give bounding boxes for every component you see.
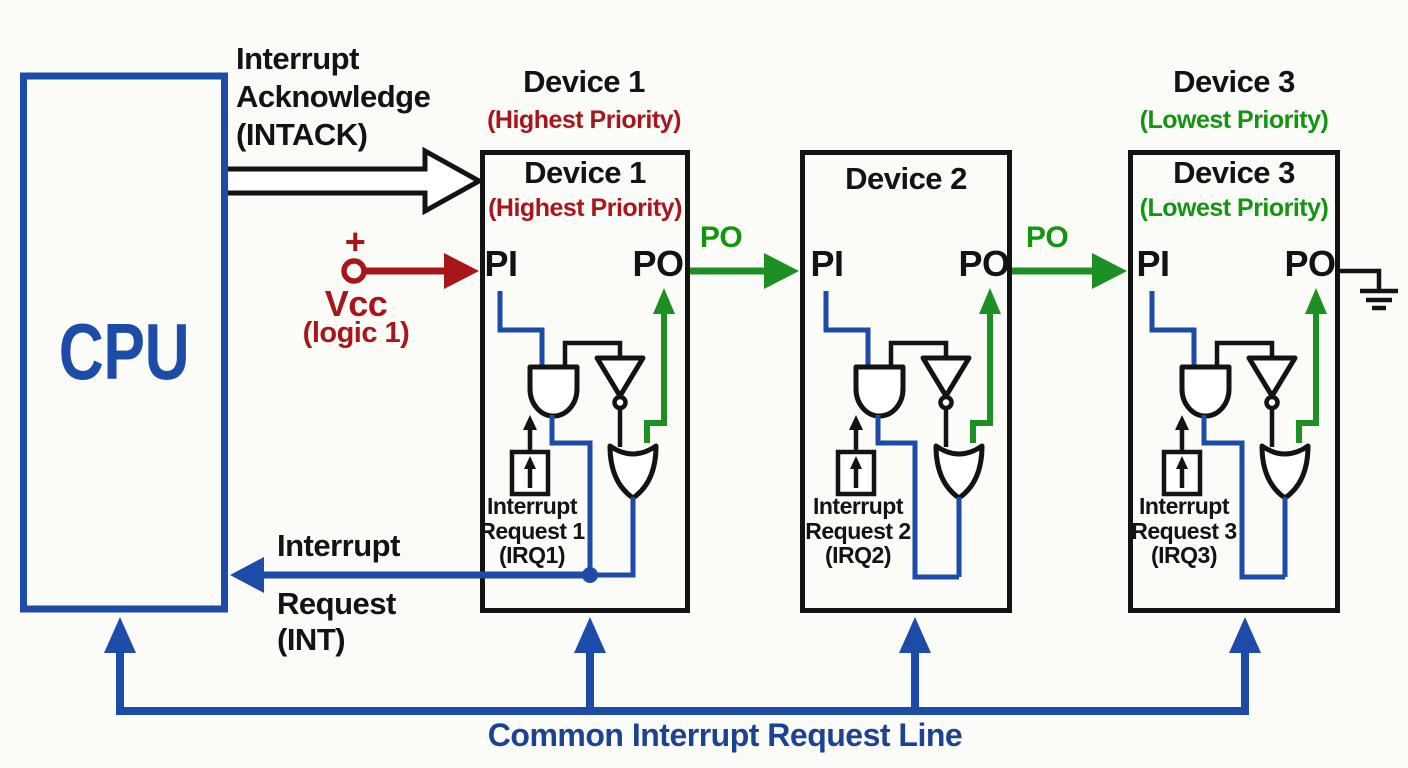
device3-irq-label: Interrupt Request 3 (IRQ3)	[1131, 493, 1237, 568]
device3-and-gate-icon	[1179, 364, 1232, 419]
device3-not-gate-icon	[1246, 355, 1298, 399]
device1-pi-wire	[497, 291, 545, 366]
device3-outer-title: Device 3	[1173, 64, 1295, 99]
po-chain-label-1: PO	[699, 221, 743, 254]
device3-inner-title: Device 3	[1173, 155, 1295, 190]
device1-latch-arrowhead	[524, 456, 536, 469]
device2-irq-line1: Interrupt	[812, 493, 904, 519]
device3-and-out-wire	[1201, 415, 1285, 580]
int-label-line2: Request	[277, 586, 396, 621]
device1-po-arrowhead	[653, 288, 675, 314]
vcc-source-icon	[341, 258, 367, 284]
device1-irq-line2: Request 1	[479, 517, 585, 544]
device1-pi-label: PI	[484, 243, 518, 284]
device1-po-label: PO	[632, 243, 684, 284]
device1-irq-arrowhead	[523, 415, 537, 430]
cpu-box	[20, 72, 228, 613]
vcc-sublabel: (logic 1)	[302, 317, 410, 349]
po-chain-label-2: PO	[1025, 221, 1069, 254]
device2-not-bubble-icon	[938, 394, 954, 411]
device2-po-label: PO	[958, 243, 1010, 284]
intack-arrow	[228, 146, 485, 216]
device2-irq-line3: (IRQ2)	[825, 542, 892, 568]
device3-outer-priority: (Lowest Priority)	[1139, 106, 1329, 134]
device1-inner-title: Device 1	[524, 155, 646, 190]
common-line-label: Common Interrupt Request Line	[487, 717, 963, 753]
device3-and-not-wire	[1214, 340, 1275, 365]
device1-and-gate-icon	[527, 364, 580, 419]
vcc-plus-label: +	[344, 221, 366, 262]
device3-irq-line1: Interrupt	[1138, 493, 1230, 519]
intack-label-line1: Interrupt	[236, 41, 359, 76]
device1-irq-line3: (IRQ1)	[499, 542, 566, 568]
device3-po-label: PO	[1284, 243, 1336, 284]
device3-not-bubble-icon	[1264, 394, 1280, 411]
common-arrowhead-device2	[899, 617, 931, 653]
device3-pi-label: PI	[1136, 243, 1170, 284]
device1-or-out-wire	[590, 497, 636, 578]
device3-irq-arrowhead	[1175, 415, 1189, 430]
device1-not-bubble-icon	[612, 394, 628, 411]
ground-wire	[1338, 268, 1382, 289]
intack-label-line3: (INTACK)	[236, 117, 368, 152]
device2-and-out-wire	[875, 415, 959, 580]
device2-inner-title: Device 2	[845, 161, 967, 196]
device2-latch-arrowhead	[850, 456, 862, 469]
int-arrowhead	[230, 557, 264, 593]
device2-or-gate-icon	[933, 443, 985, 501]
device1-junction-dot	[582, 567, 598, 583]
device1-and-out-wire	[549, 415, 593, 572]
device3-inner-priority: (Lowest Priority)	[1139, 194, 1329, 222]
device1-outer-priority: (Highest Priority)	[487, 106, 681, 134]
device1-po-wire	[644, 312, 667, 443]
device2-irq-arrowhead	[849, 415, 863, 430]
device1-outer-title: Device 1	[523, 64, 645, 99]
po-chain-arrowhead-2	[1092, 253, 1127, 289]
device3-box	[1128, 150, 1340, 613]
int-label-line1: Interrupt	[277, 528, 400, 563]
common-arrowhead-device1	[574, 617, 606, 653]
device1-irq-line1: Interrupt	[486, 493, 578, 519]
device1-box	[480, 150, 690, 613]
device3-pi-wire	[1149, 291, 1197, 366]
device1-and-not-wire	[562, 340, 623, 365]
device2-po-arrowhead	[979, 288, 1001, 314]
device2-pi-label: PI	[810, 243, 844, 284]
device1-irq-label: Interrupt Request 1 (IRQ1)	[479, 493, 585, 568]
device3-or-gate-icon	[1259, 443, 1311, 501]
common-arrowhead-cpu	[104, 617, 136, 653]
intack-label-line2: Acknowledge	[236, 79, 431, 114]
device2-box	[800, 150, 1012, 613]
cpu-label: CPU	[58, 307, 190, 396]
device3-po-wire	[1296, 312, 1319, 443]
device1-circuit	[497, 288, 675, 583]
device2-irq-label: Interrupt Request 2 (IRQ2)	[805, 493, 911, 568]
device3-latch-arrowhead	[1176, 456, 1188, 469]
device3-po-arrowhead	[1305, 288, 1327, 314]
device1-not-gate-icon	[594, 355, 646, 399]
device1-inner-priority: (Highest Priority)	[488, 194, 682, 222]
vcc-label: Vcc	[324, 283, 388, 324]
device2-not-gate-icon	[920, 355, 972, 399]
device2-po-wire	[970, 312, 993, 443]
device3-irq-line2: Request 3	[1131, 517, 1237, 544]
device2-irq-line2: Request 2	[805, 517, 911, 544]
device2-pi-wire	[823, 291, 871, 366]
int-label-line3: (INT)	[277, 622, 346, 657]
common-arrowhead-device3	[1229, 617, 1261, 653]
device2-circuit	[823, 288, 1001, 580]
device2-and-gate-icon	[853, 364, 906, 419]
common-interrupt-line	[116, 652, 1249, 715]
device3-circuit	[1149, 288, 1327, 580]
device1-or-gate-icon	[607, 443, 659, 501]
device2-and-not-wire	[888, 340, 949, 365]
device3-irq-line3: (IRQ3)	[1151, 542, 1218, 568]
po-chain-arrowhead-1	[764, 253, 799, 289]
vcc-arrowhead	[444, 253, 479, 289]
